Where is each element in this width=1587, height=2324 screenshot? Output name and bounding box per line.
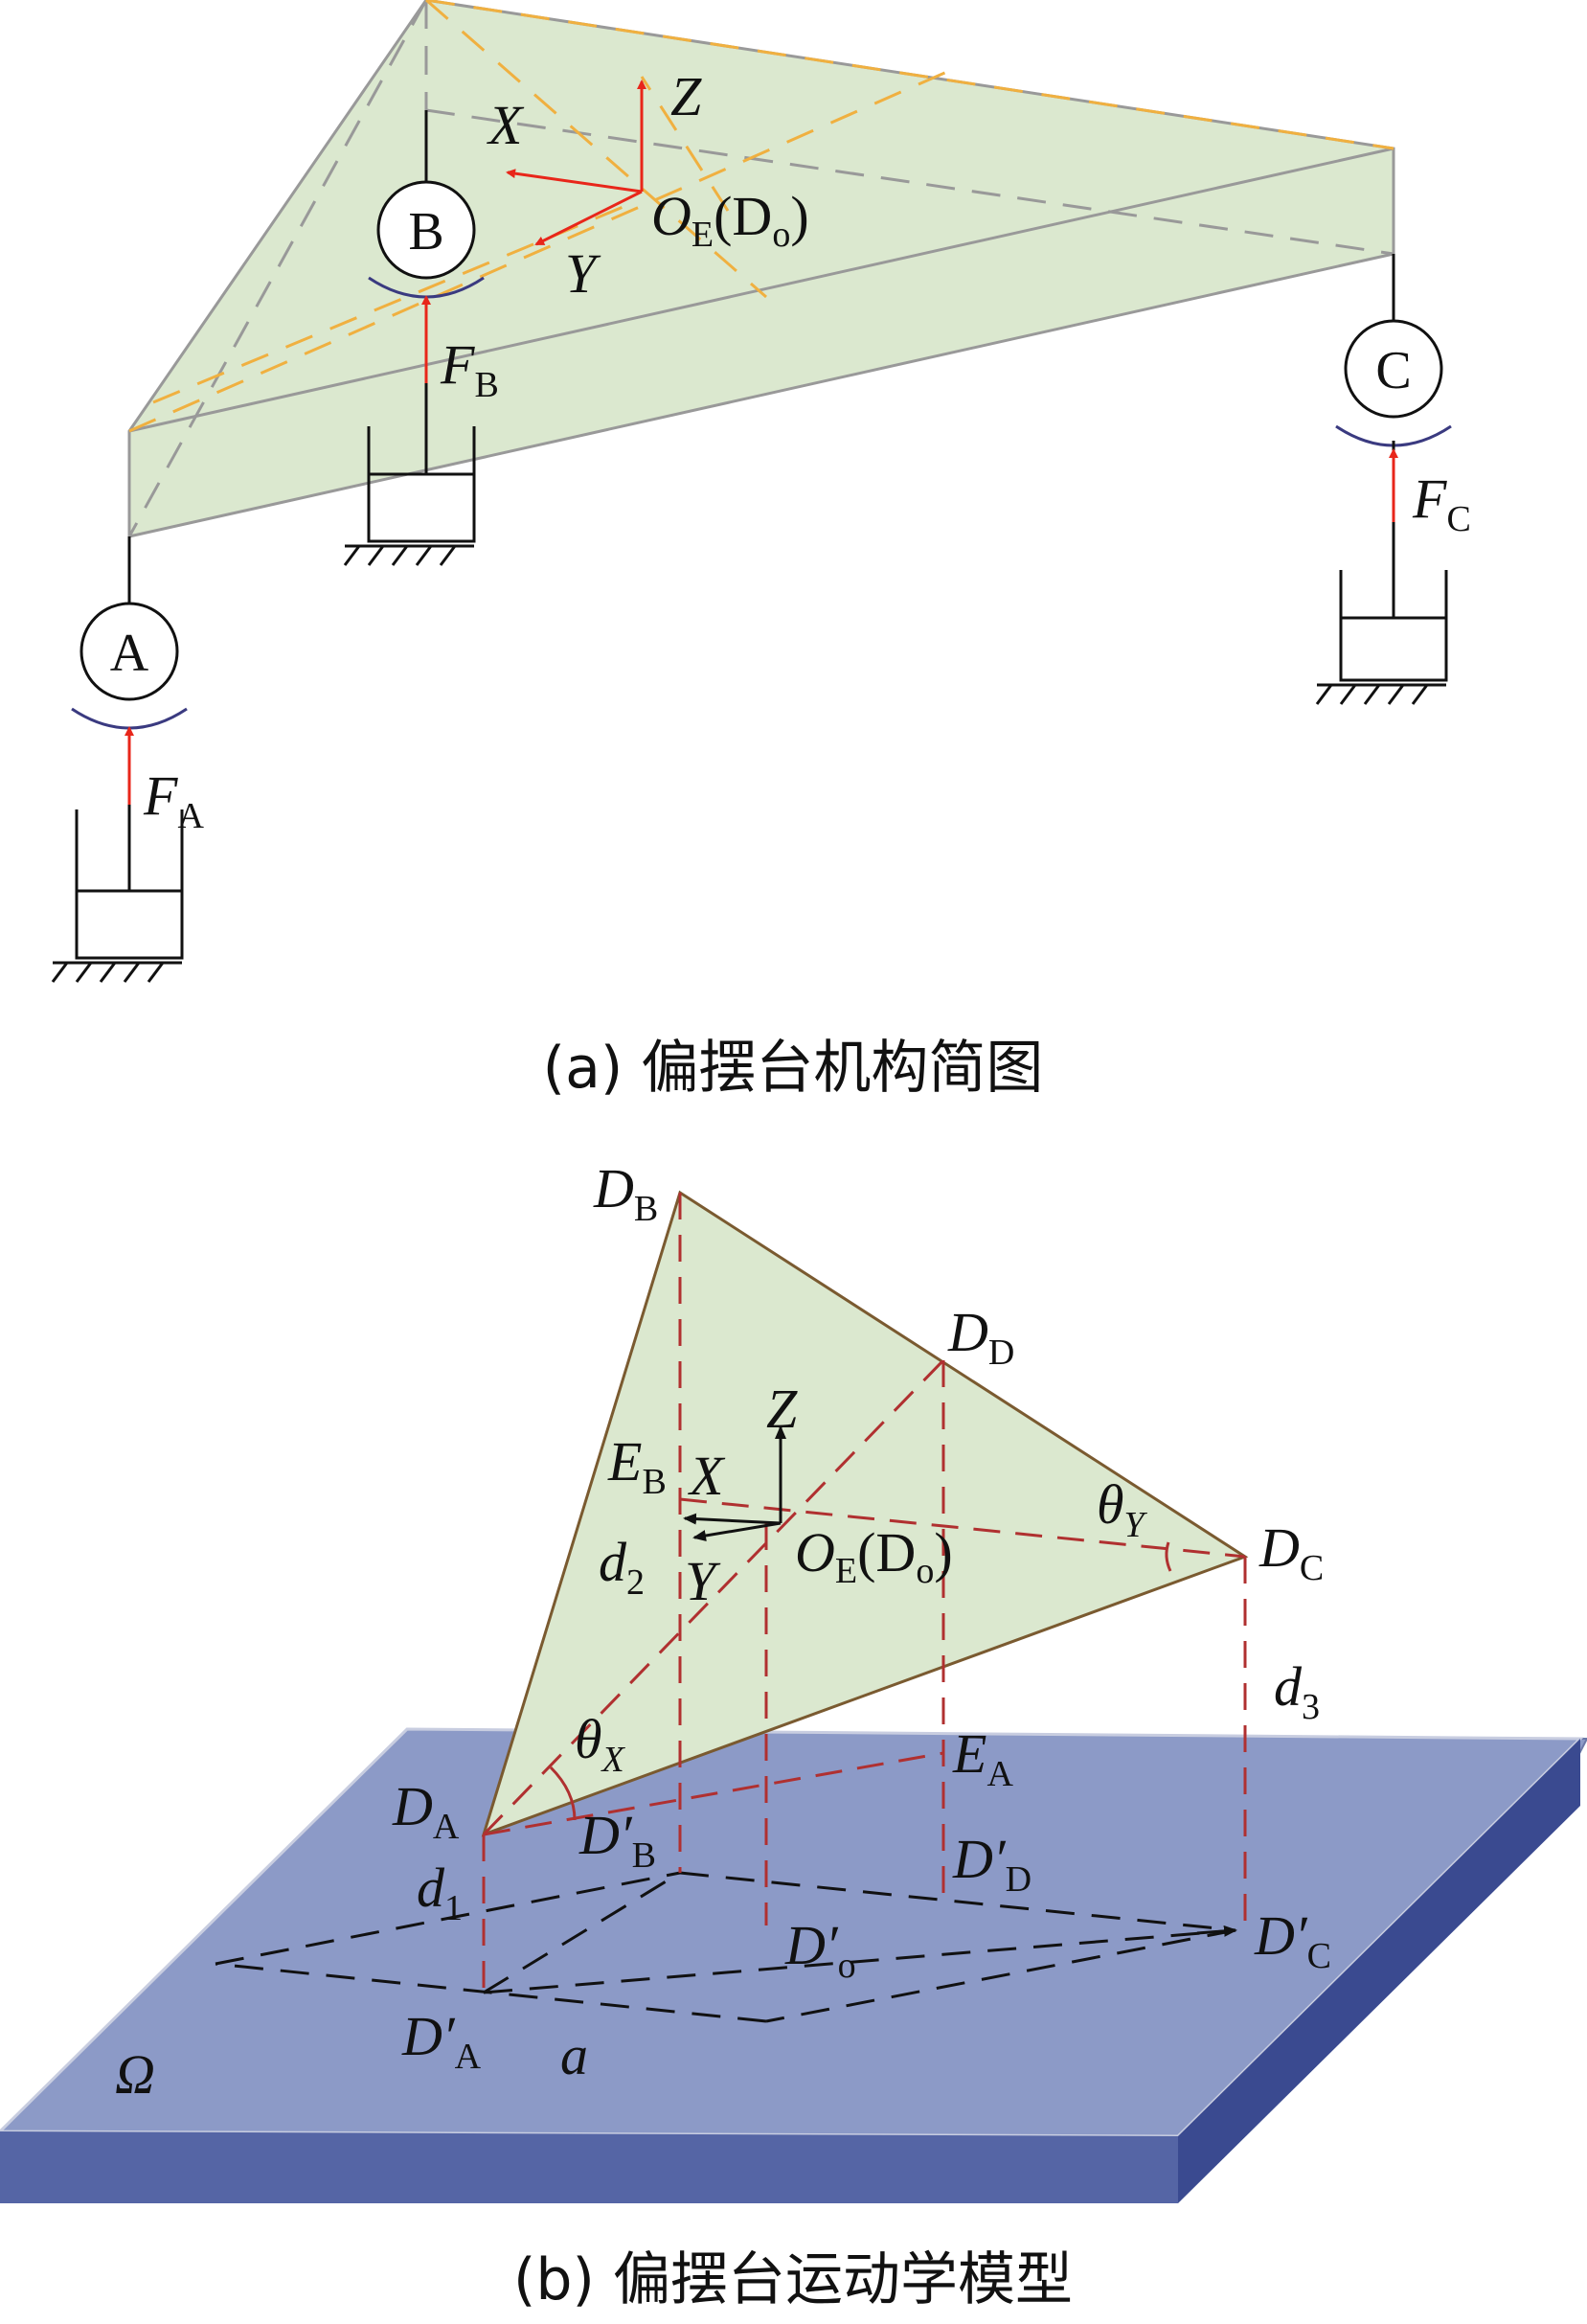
origin-label-a: OE(Do) xyxy=(651,185,809,255)
projected-rhombus xyxy=(215,1871,1236,2023)
caption-a: (a) 偏摆台机构简图 xyxy=(543,1035,1044,1102)
joint-a-label: A xyxy=(110,624,149,683)
coordinate-frame-b xyxy=(683,1425,786,1541)
label-dpa: D′A xyxy=(401,2005,482,2077)
axis-y-label-a: Y xyxy=(565,242,601,305)
origin-label-b: OE(Do) xyxy=(795,1521,953,1591)
label-a: a xyxy=(560,2024,588,2086)
axis-z-label-a: Z xyxy=(670,65,702,127)
coordinate-frame-a xyxy=(506,80,646,246)
label-theta-y: θY xyxy=(1097,1473,1148,1545)
joint-a: A xyxy=(71,536,188,730)
force-label-c: FC xyxy=(1412,467,1471,539)
joint-c-label: C xyxy=(1375,341,1411,400)
joint-b: B xyxy=(368,180,485,299)
axis-z-label-b: Z xyxy=(766,1378,798,1440)
label-d2: d2 xyxy=(599,1531,645,1603)
label-dc: DC xyxy=(1258,1516,1324,1588)
label-dpo: D′o xyxy=(784,1914,856,1986)
axis-x-label-b: X xyxy=(688,1445,726,1507)
panel-a-mechanism: A B C xyxy=(51,0,1471,1102)
label-dd: DD xyxy=(947,1301,1014,1373)
label-omega: Ω xyxy=(115,2043,155,2106)
label-theta-x: θX xyxy=(575,1708,626,1780)
angle-arc-theta-y xyxy=(1165,1541,1172,1572)
swing-platform xyxy=(127,0,1395,538)
force-label-b: FB xyxy=(440,333,499,405)
label-dpb: D′B xyxy=(578,1804,656,1876)
panel-b-kinematic-model: DB DD DC DA EB EA Z X Y OE(Do) d2 d3 d1 xyxy=(0,1157,1587,2313)
angle-arc-theta-x xyxy=(549,1766,577,1821)
label-dpc: D′C xyxy=(1254,1904,1331,1976)
caption-b: (b) 偏摆台运动学模型 xyxy=(513,2246,1073,2313)
ground-plane-side xyxy=(1178,1739,1580,2203)
joint-c: C xyxy=(1335,254,1452,447)
construction-lines xyxy=(482,1193,1247,1993)
platform-edges xyxy=(127,0,1394,537)
tilted-platform xyxy=(481,1190,1249,1837)
ground-plane-front xyxy=(0,2131,1178,2203)
force-label-a: FA xyxy=(143,764,204,836)
label-ea: EA xyxy=(952,1722,1013,1794)
label-db: DB xyxy=(593,1157,658,1229)
label-d1: d1 xyxy=(417,1857,463,1928)
label-da: DA xyxy=(392,1775,460,1847)
axis-x-label-a: X xyxy=(487,94,525,156)
label-d3: d3 xyxy=(1274,1655,1320,1727)
label-eb: EB xyxy=(607,1430,667,1502)
joint-b-label: B xyxy=(408,202,443,262)
label-dpd: D′D xyxy=(952,1828,1032,1900)
axis-y-label-b: Y xyxy=(685,1550,721,1612)
